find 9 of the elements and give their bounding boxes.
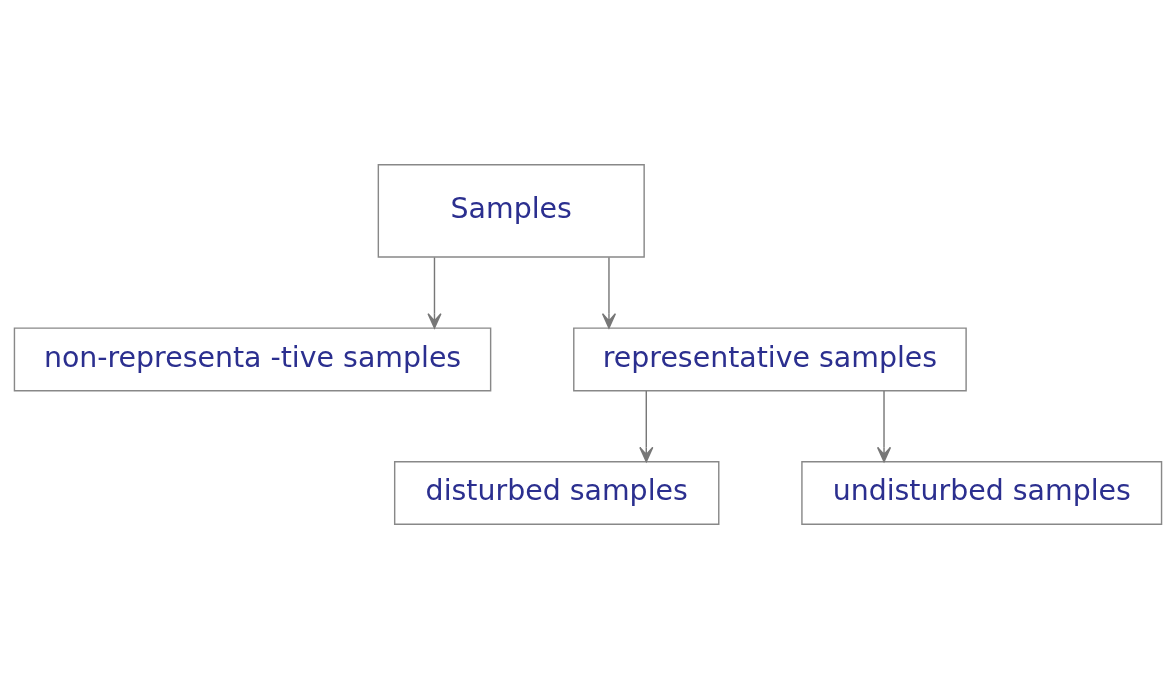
arrow: [876, 389, 892, 462]
arrow: [427, 256, 442, 329]
arrow: [601, 256, 617, 329]
node-box: undisturbed samples: [801, 460, 1163, 525]
node-box: representative samples: [573, 326, 967, 391]
node-box: disturbed samples: [393, 460, 720, 525]
arrow: [639, 389, 654, 462]
node-box: non-representa -tive samples: [13, 326, 492, 391]
node-box: Samples: [377, 163, 645, 258]
